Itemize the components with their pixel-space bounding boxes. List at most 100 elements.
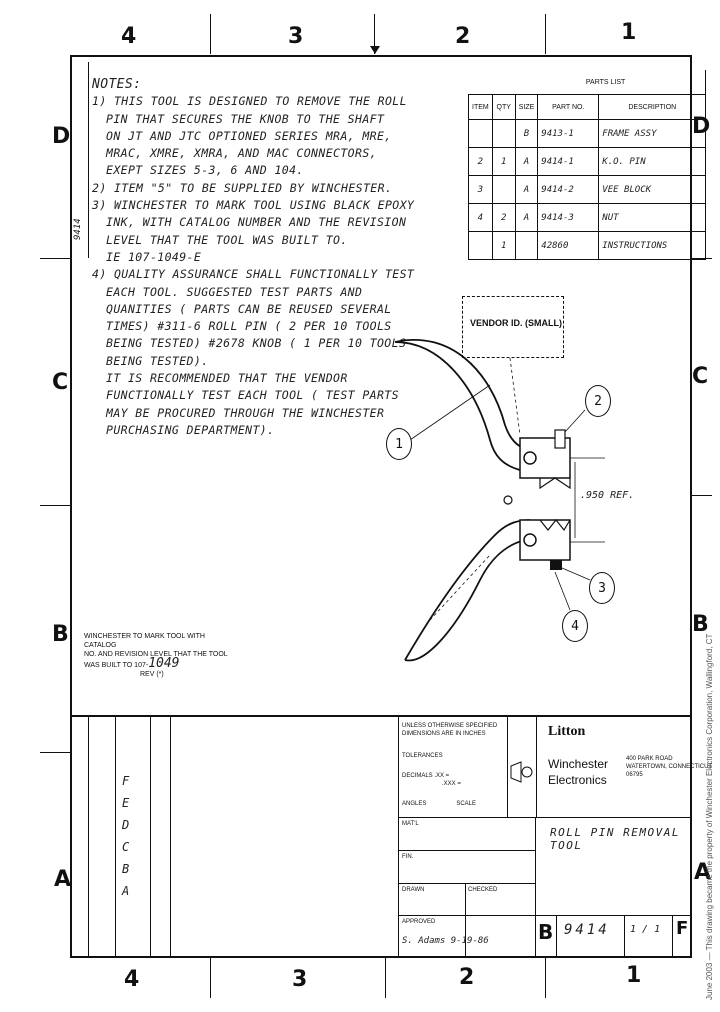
balloon-item-2: 2	[585, 385, 611, 417]
parts-row: 3 A 9414-2 VEE BLOCK	[468, 175, 707, 204]
title-block-line	[398, 915, 692, 916]
zone-bottom-2: 2	[459, 965, 475, 990]
note-line: IT IS RECOMMENDED THAT THE VENDOR	[106, 371, 348, 386]
parts-header-qty: QTY	[491, 94, 516, 120]
zone-left-b: B	[52, 622, 69, 647]
drawing-revision: F	[676, 918, 689, 939]
revision-entries: F E D C B A	[122, 774, 130, 898]
title-block-divider	[624, 915, 625, 958]
company-logo: Litton	[548, 724, 586, 739]
title-block-line	[398, 883, 535, 884]
note-line: QUANITIES ( PARTS CAN BE REUSED SEVERAL	[106, 301, 392, 316]
revision-divider	[88, 717, 89, 958]
balloon-item-3: 3	[589, 572, 615, 604]
zone-tick	[545, 14, 546, 54]
note-line: INK, WITH CATALOG NUMBER AND THE REVISIO…	[106, 215, 407, 230]
zone-top-3: 3	[288, 24, 304, 49]
parts-row: B 9413-1 FRAME ASSY	[468, 119, 707, 148]
note-line: TIMES) #311-6 ROLL PIN ( 2 PER 10 TOOLS	[106, 319, 392, 334]
parts-header-item: ITEM	[468, 94, 493, 120]
zone-tick	[40, 258, 70, 259]
note-line: FUNCTIONALLY TEST EACH TOOL ( TEST PARTS	[106, 388, 399, 403]
mark-note: WINCHESTER TO MARK TOOL WITH CATALOG NO.…	[84, 633, 228, 678]
mat-label: MAT'L	[402, 821, 419, 827]
checked-label: CHECKED	[468, 887, 498, 893]
zone-tick	[210, 14, 211, 54]
title-block-divider	[465, 883, 466, 958]
vendor-id-box	[462, 296, 564, 358]
title-block-divider	[398, 817, 399, 958]
tolerance-note: UNLESS OTHERWISE SPECIFIED DIMENSIONS AR…	[402, 723, 498, 807]
zone-tick	[40, 752, 70, 753]
parts-header-description: DESCRIPTION	[598, 94, 707, 120]
center-arrowhead-top	[370, 46, 380, 54]
note-line: BEING TESTED) #2678 KNOB ( 1 PER 10 TOOL…	[106, 336, 407, 351]
projection-symbol-cell	[506, 717, 537, 817]
note-line: ON JT AND JTC OPTIONED SERIES MRA, MRE,	[106, 128, 392, 143]
zone-top-4: 4	[121, 24, 137, 49]
zone-top-1: 1	[621, 20, 637, 45]
revision-divider	[115, 717, 116, 958]
ownership-side-note: June 2003 — This drawing became the prop…	[705, 633, 714, 1000]
balloon-item-4: 4	[562, 610, 588, 642]
drawn-label: DRAWN	[402, 887, 425, 893]
note-line: EXEPT SIZES 5-3, 6 AND 104.	[106, 163, 304, 178]
zone-bottom-1: 1	[626, 963, 642, 988]
revision-strip-text: 9414	[73, 218, 83, 240]
note-line: MRAC, XMRE, XMRA, AND MAC CONNECTORS,	[106, 146, 377, 161]
revision-divider	[150, 717, 151, 958]
note-line: IE 107-1049-E	[106, 249, 202, 264]
zone-left-c: C	[52, 370, 69, 395]
third-angle-projection-icon	[510, 761, 533, 783]
tolerance-block	[398, 717, 508, 817]
zone-tick	[545, 958, 546, 998]
fin-label: FIN.	[402, 854, 414, 860]
title-block-divider	[556, 915, 557, 958]
parts-list: PARTS LIST ITEM QTY SIZE PART NO. DESCRI…	[468, 70, 707, 260]
drawn-by-value: S. Adams 9-19-86	[402, 936, 489, 946]
note-line: 1) THIS TOOL IS DESIGNED TO REMOVE THE R…	[92, 94, 407, 109]
notes-title: NOTES:	[92, 77, 142, 92]
title-block-line	[398, 817, 692, 818]
center-arrow-top	[374, 14, 375, 54]
note-line: 2) ITEM "5" TO BE SUPPLIED BY WINCHESTER…	[92, 180, 393, 195]
zone-tick	[210, 958, 211, 998]
revision-block	[70, 717, 171, 958]
title-block-divider	[535, 817, 536, 958]
title-block-top-line	[70, 715, 692, 717]
drawing-border	[70, 55, 692, 958]
parts-header-size: SIZE	[514, 94, 539, 120]
title-block-divider	[672, 915, 673, 958]
zone-bottom-3: 3	[292, 967, 308, 992]
mark-note-handwritten: 1049	[148, 656, 180, 671]
zone-right-b: B	[692, 612, 709, 637]
zone-left-a: A	[54, 867, 72, 892]
revision-strip-top	[70, 62, 89, 258]
parts-row: 4 2 A 9414-3 NUT	[468, 203, 707, 232]
center-arrow-bottom	[385, 958, 386, 998]
note-line: PIN THAT SECURES THE KNOB TO THE SHAFT	[106, 111, 385, 126]
note-line: PURCHASING DEPARTMENT).	[106, 422, 275, 437]
parts-list-title: PARTS LIST	[468, 70, 707, 95]
zone-right-a: A	[694, 860, 712, 885]
note-line: EACH TOOL. SUGGESTED TEST PARTS AND	[106, 284, 363, 299]
drawing-title: ROLL PIN REMOVAL TOOL	[550, 826, 680, 852]
center-arrow-right	[692, 495, 712, 496]
dimension-label: .950 REF.	[580, 490, 635, 501]
note-line: BEING TESTED).	[106, 353, 209, 368]
sheet-number: 1 / 1	[630, 924, 661, 935]
drawing-number: 9414	[564, 922, 610, 938]
approved-label: APPROVED	[402, 919, 436, 925]
zone-left-d: D	[52, 124, 71, 149]
company-name: Winchester Electronics	[548, 757, 609, 787]
parts-row: 1 42860 INSTRUCTIONS	[468, 231, 707, 260]
zone-bottom-4: 4	[124, 967, 140, 992]
sheet-size: B	[538, 920, 554, 944]
note-line: LEVEL THAT THE TOOL WAS BUILT TO.	[106, 232, 348, 247]
vendor-id-label: VENDOR ID. (SMALL)	[470, 318, 562, 328]
zone-right-c: C	[692, 364, 709, 389]
center-arrow-left	[40, 505, 70, 506]
zone-top-2: 2	[455, 24, 471, 49]
company-address: 400 PARK ROAD WATERTOWN, CONNECTICUT 067…	[626, 756, 713, 778]
tool-drawing	[394, 339, 605, 662]
